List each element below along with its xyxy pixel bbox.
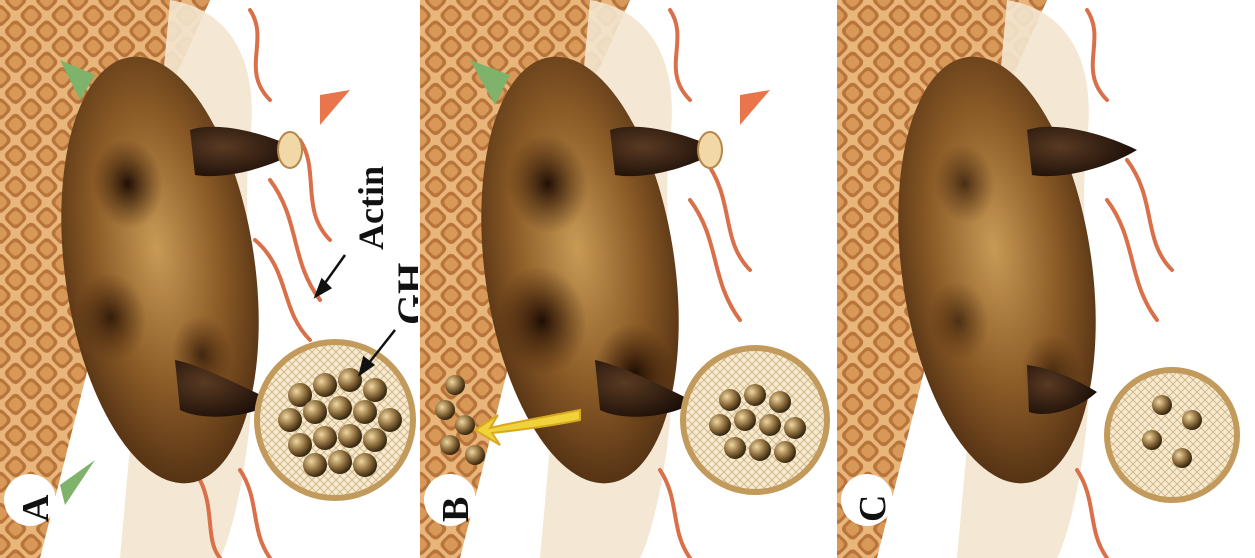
secretory-granule	[257, 342, 413, 498]
secretory-granule	[683, 348, 827, 492]
panel-a: Actin GH A	[0, 0, 418, 558]
panel-c: C	[837, 0, 1255, 558]
gh-label: GH	[388, 263, 418, 325]
panel-c-letter: C	[851, 495, 895, 522]
panel-b-letter: B	[434, 497, 478, 522]
panel-b-illustration	[420, 0, 838, 558]
panel-b: B	[420, 0, 838, 558]
panel-a-letter: A	[14, 495, 58, 522]
panel-c-illustration	[837, 0, 1255, 558]
panel-a-illustration	[0, 0, 418, 558]
secretory-granule	[1107, 370, 1237, 500]
actin-label: Actin	[350, 166, 392, 250]
